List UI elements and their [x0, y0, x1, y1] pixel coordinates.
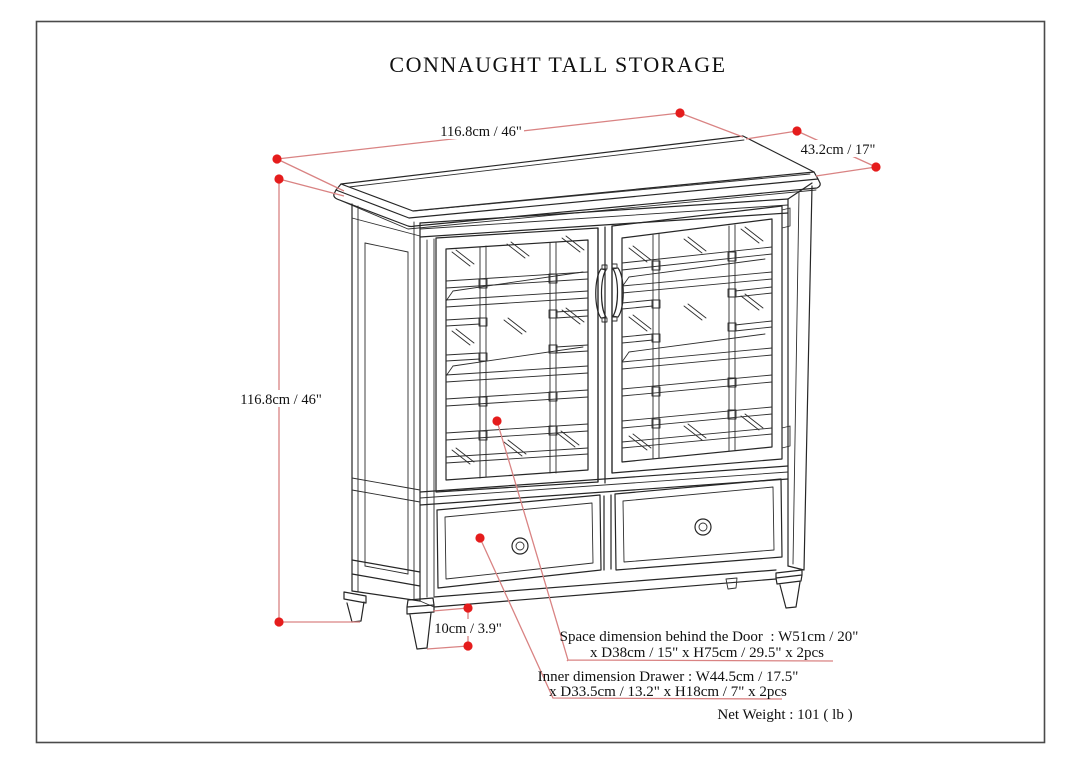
dot-leg-top	[463, 603, 473, 613]
foot-front-left	[406, 597, 435, 650]
dimension-dots	[272, 108, 881, 651]
dot-drawer	[475, 533, 485, 543]
mullion-connectors-left	[478, 273, 558, 441]
bottom-apron	[419, 569, 777, 608]
drawer-knob-right	[694, 518, 712, 536]
drawer-line2: x D33.5cm / 13.2" x H18cm / 7" x 2pcs	[549, 684, 787, 700]
cabinet-top	[333, 135, 821, 230]
dimension-overlay: 116.8cm / 46" 43.2cm / 17" 116.8cm / 46"…	[240, 108, 881, 723]
drawer-left	[436, 494, 602, 589]
mullion-connectors-right	[651, 251, 737, 429]
dot-depth-back	[792, 126, 802, 136]
front-frame	[419, 198, 789, 567]
dot-width-left	[272, 154, 282, 164]
label-top-width: 116.8cm / 46"	[440, 124, 522, 140]
net-weight-label: Net Weight : 101 ( lb )	[717, 707, 852, 723]
right-side-panel	[787, 182, 813, 571]
dot-height-top	[274, 174, 284, 184]
label-leg-height: 10cm / 3.9"	[434, 621, 502, 637]
right-door-handle	[611, 263, 624, 322]
page-title: CONNAUGHT TALL STORAGE	[389, 52, 726, 77]
annotation-door-space: Space dimension behind the Door : W51cm …	[560, 629, 859, 661]
door-hinges	[781, 207, 791, 449]
shelves-left	[445, 271, 589, 464]
center-stiles	[597, 225, 613, 484]
cabinet-drawing	[333, 135, 821, 650]
label-height: 116.8cm / 46"	[240, 392, 322, 408]
drawer-right	[614, 478, 783, 571]
foot-front-right	[775, 569, 803, 609]
drawer-divider	[603, 494, 612, 571]
drawer-line1: Inner dimension Drawer : W44.5cm / 17.5"	[538, 669, 799, 685]
foot-back-left	[343, 591, 367, 623]
drawer-knob-left	[511, 537, 529, 555]
dot-height-bottom	[274, 617, 284, 627]
dot-door-space	[492, 416, 502, 426]
glass-marks-right	[628, 226, 764, 451]
dimension-lines	[276, 112, 877, 700]
dot-width-right	[675, 108, 685, 118]
page-border	[35, 20, 1046, 744]
glass-door-right	[611, 205, 791, 474]
foot-back-right	[725, 577, 738, 590]
glass-door-left	[426, 227, 608, 598]
dot-depth-front	[871, 162, 881, 172]
left-side-panel	[351, 203, 421, 602]
glass-marks-left	[451, 235, 585, 465]
door-space-line2: x D38cm / 15" x H75cm / 29.5" x 2pcs	[590, 645, 824, 661]
dimension-labels: 116.8cm / 46" 43.2cm / 17" 116.8cm / 46"…	[240, 122, 876, 637]
shelves-right	[621, 258, 773, 449]
door-space-line1: Space dimension behind the Door : W51cm …	[560, 629, 859, 645]
annotation-drawer: Inner dimension Drawer : W44.5cm / 17.5"…	[538, 669, 799, 700]
label-top-depth: 43.2cm / 17"	[801, 142, 876, 158]
dot-leg-bottom	[463, 641, 473, 651]
